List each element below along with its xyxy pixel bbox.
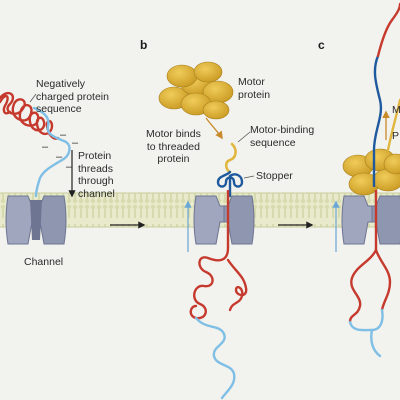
blue-strand-top-c bbox=[372, 54, 383, 188]
channel-b bbox=[193, 195, 255, 245]
red-loops-b bbox=[189, 246, 248, 320]
channel-c bbox=[341, 195, 400, 245]
motor-binds-arrow bbox=[205, 117, 223, 140]
pointer-line-a bbox=[29, 93, 37, 103]
label-cut-p: P bbox=[392, 130, 400, 142]
label-motor-binding-sequence: Motor-binding sequence bbox=[250, 124, 315, 149]
red-protein-coil-a-top bbox=[0, 94, 12, 115]
motor-protein-b bbox=[158, 61, 234, 120]
stopper-coil-b bbox=[216, 170, 244, 198]
blue-tail-b bbox=[194, 316, 236, 400]
label-motor-binds: Motor binds to threaded protein bbox=[146, 128, 201, 165]
pointer-line-stopper bbox=[243, 175, 255, 179]
red-loops-c bbox=[348, 248, 392, 324]
label-negatively-charged: Negatively charged protein sequence bbox=[36, 78, 109, 115]
channel-a bbox=[5, 195, 67, 245]
label-channel: Channel bbox=[24, 256, 64, 268]
panel-letter-b: b bbox=[140, 38, 148, 52]
yellow-strand-c bbox=[386, 98, 400, 152]
red-protein-coil-a bbox=[0, 91, 60, 140]
label-protein-threads: Protein threads through channel bbox=[78, 150, 115, 200]
label-motor-protein: Motor protein bbox=[238, 76, 271, 101]
charge-mark: – bbox=[42, 141, 49, 153]
charge-mark: – bbox=[60, 129, 67, 141]
label-stopper: Stopper bbox=[256, 170, 293, 182]
pointer-line-binding bbox=[237, 131, 251, 143]
charge-mark: – bbox=[56, 151, 63, 163]
blue-tail-c bbox=[348, 308, 384, 358]
charge-mark: – bbox=[66, 161, 73, 173]
panel-letter-c: c bbox=[318, 38, 325, 52]
charge-mark: – bbox=[72, 137, 79, 149]
motor-binding-sequence-b bbox=[224, 142, 237, 174]
blue-protein-strand-a bbox=[32, 106, 71, 198]
red-strand-top-c bbox=[376, 2, 400, 58]
label-cut-m: M bbox=[392, 104, 400, 116]
motor-protein-c bbox=[342, 148, 400, 196]
